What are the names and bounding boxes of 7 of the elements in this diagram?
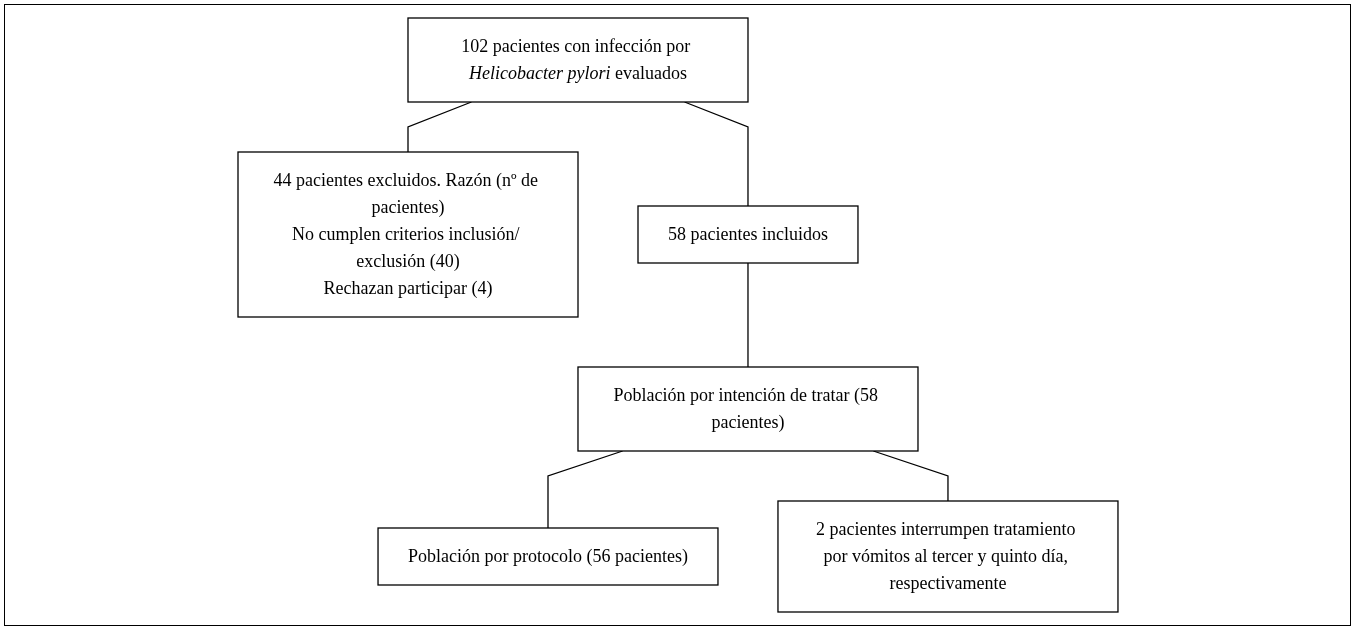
node-box: 102 pacientes con infección por Helicobacter pylori evaluados: [406, 17, 749, 103]
node-box: 44 pacientes excluidos. Razón (nº de pacientes) No cumplen criterios inclusión/ exclusión (40) Rechazan participar (4): [236, 151, 579, 318]
node-box: 2 pacientes interrumpen tratamiento por vómitos al tercer y quinto día, respectivamente: [776, 500, 1119, 613]
node-box: 58 pacientes incluidos: [636, 205, 859, 264]
connector: [746, 262, 749, 368]
node-box: Población por protocolo (56 pacientes): [376, 527, 719, 586]
node-box: Población por intención de tratar (58 pacientes): [576, 366, 919, 452]
